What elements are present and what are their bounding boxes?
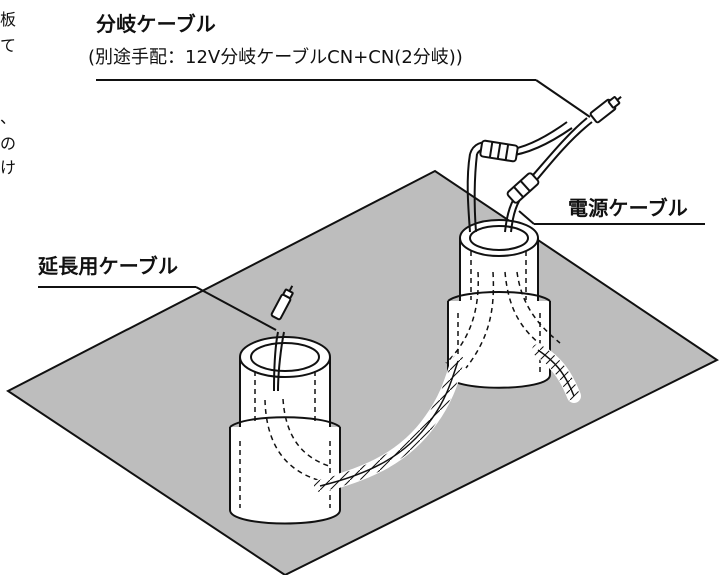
left-fragment-1: 板 (0, 10, 17, 29)
extension-cable-pointer (195, 286, 277, 331)
power-cable-pointer (518, 210, 535, 225)
branch-cable-note: (別途手配：12V分岐ケーブルCN+CN(2分岐)) (88, 47, 463, 68)
left-fragment-3: 、 (0, 108, 17, 127)
power-cable-label: 電源ケーブル (568, 196, 688, 220)
left-pipe-assembly (229, 285, 341, 525)
left-fragment-4: の (0, 134, 17, 153)
left-fragment-5: け (0, 158, 17, 177)
mounting-surface (6, 169, 719, 575)
cable-bundle (466, 96, 622, 233)
extension-cable-label: 延長用ケーブル (38, 254, 179, 278)
branch-cable-pointer (535, 79, 591, 118)
branch-cable-label: 分岐ケーブル (96, 12, 216, 36)
left-fragment-2: て (0, 36, 17, 55)
right-pipe-assembly (445, 219, 561, 389)
left-cropped-text: 板 て 、 の け (0, 0, 16, 190)
right-hose (531, 343, 581, 403)
corrugated-hose (313, 354, 465, 493)
